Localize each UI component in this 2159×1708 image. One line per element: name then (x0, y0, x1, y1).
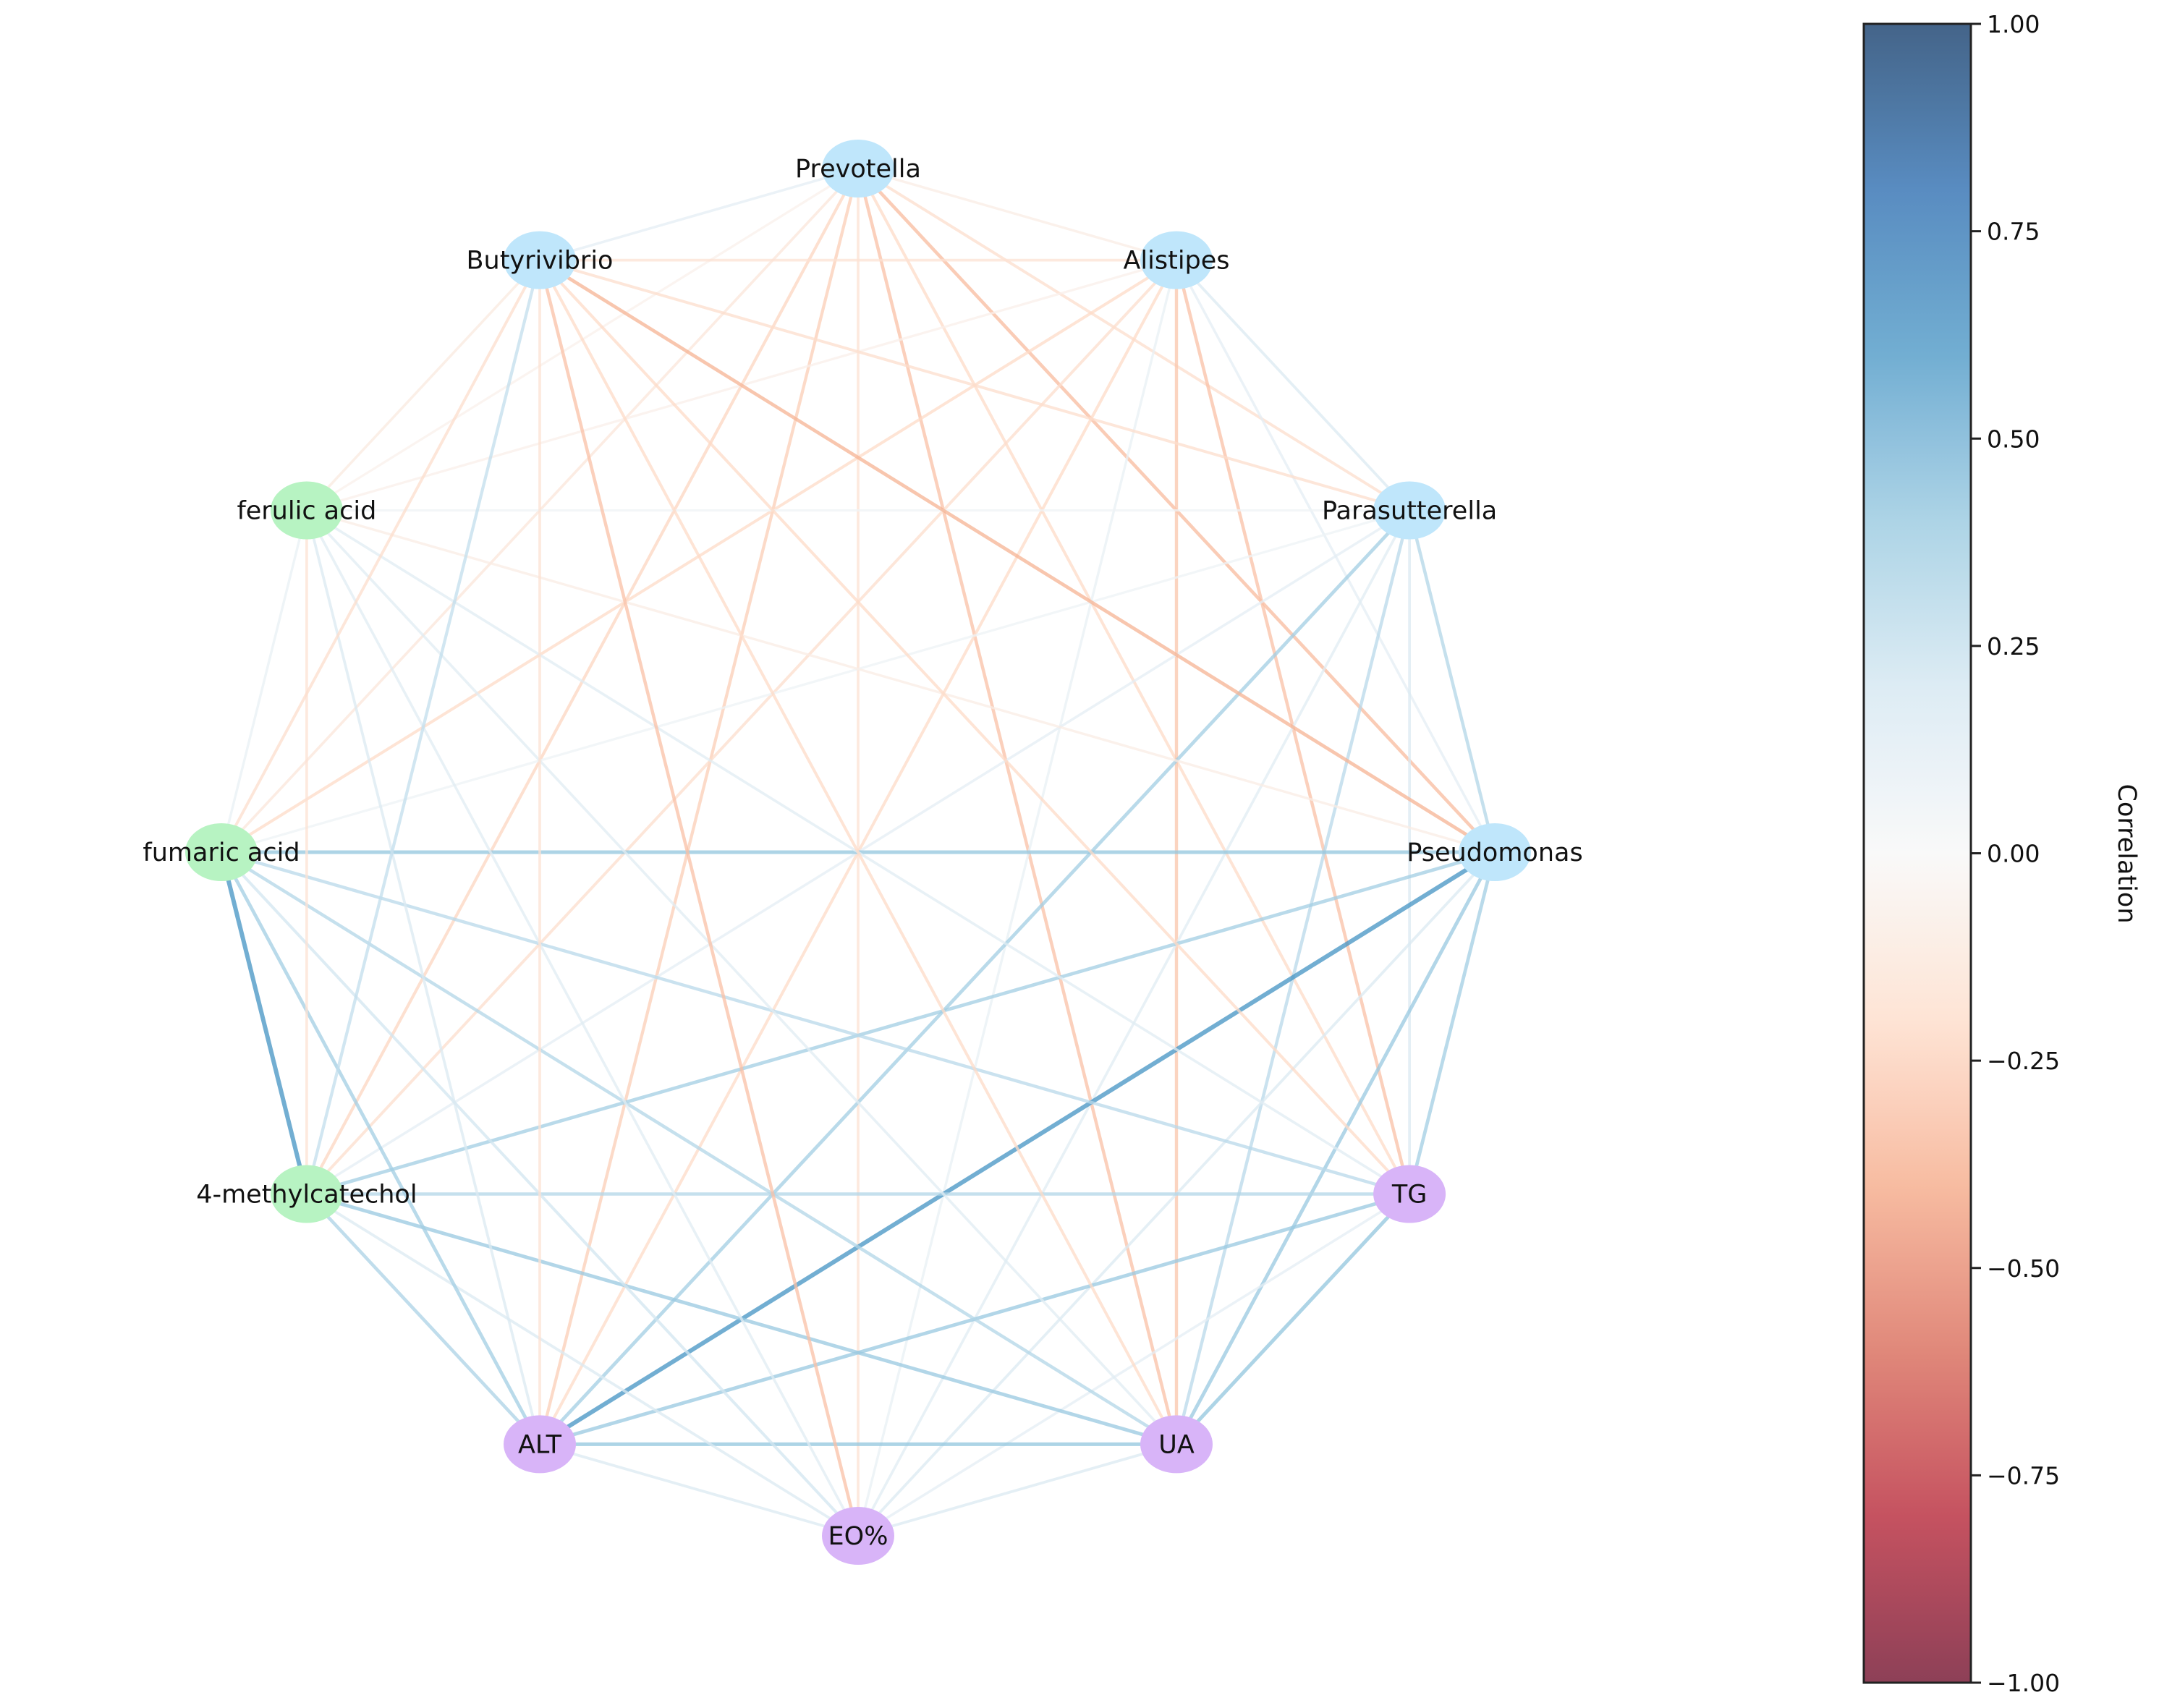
edge-tg-fumaric-acid (219, 850, 1412, 1196)
edge-pseudomonas-ferulic-acid (305, 509, 1496, 854)
node-label-prevotella: Prevotella (795, 155, 921, 184)
node-label-parasutterella: Parasutterella (1322, 497, 1497, 526)
node-4-methylcatechol[interactable]: 4-methylcatechol (196, 1165, 417, 1223)
node-label-4-methylcatechol: 4-methylcatechol (196, 1181, 417, 1210)
edge-4-methylcatechol-fumaric-acid (219, 850, 309, 1197)
colorbar-tick-label: 0.00 (1987, 840, 2040, 868)
edge-prevotella-butyrivibrio (538, 167, 860, 262)
edge-4-methylcatechol-butyrivibrio (305, 258, 542, 1196)
node-fumaric-acid[interactable]: fumaric acid (143, 823, 300, 881)
edge-prevotella-alt (538, 166, 860, 1446)
colorbar-tick-label: 0.50 (1987, 425, 2040, 453)
node-circle-fumaric-acid (185, 823, 258, 881)
edge-ferulic-acid-butyrivibrio (305, 258, 541, 512)
edge-parasutterella-pseudomonas (1407, 509, 1497, 854)
colorbar-tick-label: −0.75 (1987, 1461, 2060, 1490)
edge-eo--ferulic-acid (305, 509, 860, 1537)
colorbar-tick-label: −0.50 (1987, 1254, 2060, 1283)
node-circle-ferulic-acid (270, 481, 343, 540)
edge-alistipes-eo- (857, 258, 1178, 1537)
node-circle-alistipes (1140, 231, 1213, 289)
node-label-eo-: EO% (828, 1522, 888, 1551)
edge-parasutterella-fumaric-acid (220, 509, 1411, 854)
colorbar-tick-label: 0.25 (1987, 632, 2040, 660)
edge-prevotella-alistipes (857, 167, 1178, 262)
edge-ua-fumaric-acid (219, 850, 1179, 1446)
node-label-butyrivibrio: Butyrivibrio (467, 247, 614, 276)
edge-eo--alt (538, 1443, 860, 1537)
node-alistipes[interactable]: Alistipes (1123, 231, 1230, 289)
node-label-ua: UA (1158, 1430, 1195, 1459)
colorbar-tick-label: 1.00 (1987, 10, 2040, 38)
edge-prevotella-ua (856, 166, 1179, 1446)
colorbar: 1.00 0.75 0.50 0.25 0.00 −0.25 −0.50 −0.75 −1.00… (1862, 10, 2141, 1697)
colorbar-label: Correlation (2112, 784, 2141, 924)
node-circle-prevotella (822, 140, 894, 197)
edge-alt-fumaric-acid (219, 850, 542, 1446)
edge-pseudomonas-4-methylcatechol (305, 850, 1497, 1196)
edge-ua-eo- (857, 1443, 1178, 1537)
node-ua[interactable]: UA (1140, 1415, 1213, 1474)
node-butyrivibrio[interactable]: Butyrivibrio (467, 231, 614, 289)
node-label-tg: TG (1391, 1181, 1428, 1210)
node-label-fumaric-acid: fumaric acid (143, 838, 300, 867)
colorbar-gradient (1862, 22, 1972, 1684)
node-circle-ua (1140, 1415, 1213, 1474)
node-parasutterella[interactable]: Parasutterella (1322, 481, 1497, 540)
node-circle-eo- (822, 1507, 894, 1565)
edge-pseudomonas-tg (1407, 850, 1497, 1196)
colorbar-tick-label: −1.00 (1987, 1669, 2060, 1697)
node-circle-alt (504, 1415, 576, 1474)
colorbar-tick-label: 0.75 (1987, 218, 2040, 246)
node-label-ferulic-acid: ferulic acid (237, 497, 376, 526)
nodes-layer: PrevotellaAlistipesParasutterellaPseudom… (143, 140, 1583, 1565)
node-label-alt: ALT (518, 1430, 562, 1459)
node-pseudomonas[interactable]: Pseudomonas (1407, 823, 1583, 881)
node-circle-tg (1373, 1165, 1446, 1223)
node-circle-parasutterella (1373, 481, 1446, 540)
edge-tg-ua (1174, 1192, 1412, 1446)
edge-eo--4-methylcatechol (305, 1192, 860, 1537)
node-eo-[interactable]: EO% (822, 1507, 894, 1565)
colorbar-tick-label: −0.25 (1987, 1047, 2060, 1075)
edge-alt-4-methylcatechol (305, 1192, 542, 1446)
node-circle-4-methylcatechol (270, 1165, 343, 1223)
node-circle-pseudomonas (1459, 823, 1531, 881)
edge-pseudomonas-butyrivibrio (538, 258, 1497, 854)
node-alt[interactable]: ALT (504, 1415, 576, 1474)
node-ferulic-acid[interactable]: ferulic acid (237, 481, 376, 540)
node-label-pseudomonas: Pseudomonas (1407, 838, 1582, 867)
node-label-alistipes: Alistipes (1123, 247, 1229, 276)
edge-alistipes-parasutterella (1175, 258, 1411, 512)
colorbar-ticks: 1.00 0.75 0.50 0.25 0.00 −0.25 −0.50 −0.75 −1.00 (1971, 10, 2060, 1697)
edge-fumaric-acid-ferulic-acid (220, 509, 308, 854)
edge-ua-ferulic-acid (305, 509, 1178, 1446)
edge-alistipes-4-methylcatechol (305, 258, 1178, 1196)
edge-parasutterella-butyrivibrio (538, 258, 1412, 512)
edges-layer (219, 166, 1497, 1538)
edge-tg-butyrivibrio (538, 258, 1412, 1196)
node-prevotella[interactable]: Prevotella (795, 140, 921, 197)
edge-eo--butyrivibrio (538, 258, 860, 1538)
node-tg[interactable]: TG (1373, 1165, 1446, 1223)
edge-fumaric-acid-butyrivibrio (220, 258, 541, 854)
node-circle-butyrivibrio (504, 231, 576, 289)
edge-ua-butyrivibrio (538, 258, 1178, 1446)
edge-alt-ferulic-acid (305, 509, 541, 1446)
edge-parasutterella-alt (538, 509, 1412, 1446)
